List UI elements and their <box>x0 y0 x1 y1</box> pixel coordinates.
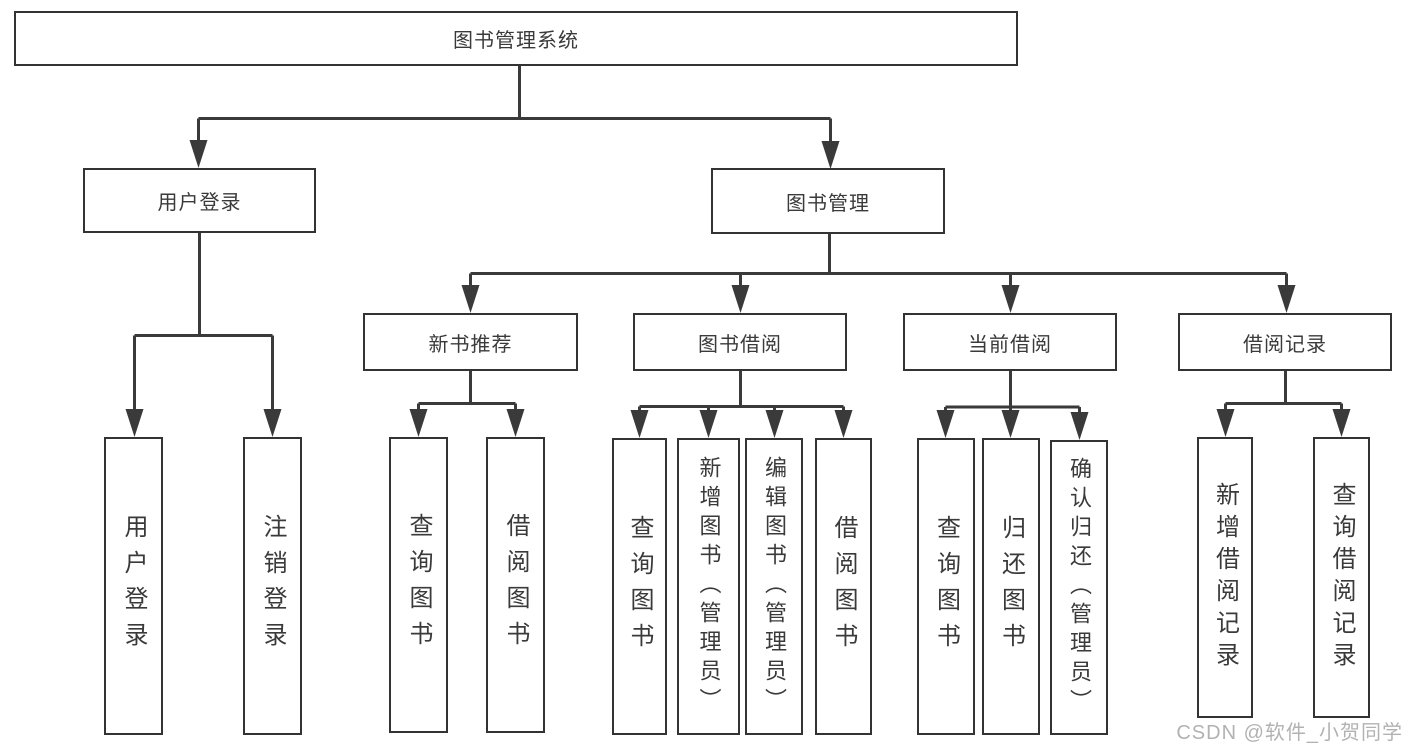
leaf-logout: 注销登录 <box>243 437 302 735</box>
leaf-bb-add-books: 新增图书（管理员） <box>677 438 740 735</box>
leaf-br-query-record-label: 查询借阅记录 <box>1328 481 1355 674</box>
leaf-user-login: 用户登录 <box>104 437 163 735</box>
node-book-borrow-label: 图书借阅 <box>698 333 782 356</box>
node-current-borrow-label: 当前借阅 <box>968 333 1052 356</box>
leaf-user-login-label: 用户登录 <box>120 514 147 658</box>
node-borrow-records-label: 借阅记录 <box>1243 333 1327 356</box>
leaf-cb-query-books-label: 查询图书 <box>932 514 960 659</box>
leaf-bb-query-books-label: 查询图书 <box>626 514 653 659</box>
node-library-system: 图书管理系统 <box>14 11 1018 66</box>
leaf-br-query-record: 查询借阅记录 <box>1313 437 1370 718</box>
node-new-book-recommend: 新书推荐 <box>363 313 578 371</box>
node-user-login: 用户登录 <box>83 168 316 233</box>
leaf-bb-borrow-books-label: 借阅图书 <box>830 514 857 659</box>
leaf-cb-query-books: 查询图书 <box>917 438 975 735</box>
leaf-logout-label: 注销登录 <box>259 514 286 658</box>
leaf-bb-query-books: 查询图书 <box>612 438 667 735</box>
leaf-cb-return-books-label: 归还图书 <box>997 514 1025 659</box>
node-library-system-label: 图书管理系统 <box>453 30 579 52</box>
leaf-nb-query-books-label: 查询图书 <box>405 513 432 657</box>
node-current-borrow: 当前借阅 <box>903 313 1117 371</box>
leaf-bb-edit-books: 编辑图书（管理员） <box>745 438 803 735</box>
leaf-cb-return-books: 归还图书 <box>982 438 1040 735</box>
node-user-login-label: 用户登录 <box>157 192 242 214</box>
leaf-bb-edit-books-label: 编辑图书（管理员） <box>762 456 787 717</box>
node-book-management-label: 图书管理 <box>786 192 870 215</box>
leaf-br-add-record: 新增借阅记录 <box>1197 437 1253 718</box>
leaf-nb-query-books: 查询图书 <box>389 437 448 733</box>
csdn-watermark: CSDN @软件_小贺同学 <box>1176 722 1403 744</box>
leaf-nb-borrow-books-label: 借阅图书 <box>502 513 529 657</box>
node-new-book-recommend-label: 新书推荐 <box>428 333 513 356</box>
leaf-bb-borrow-books: 借阅图书 <box>815 438 872 735</box>
leaf-nb-borrow-books: 借阅图书 <box>486 437 545 733</box>
leaf-bb-add-books-label: 新增图书（管理员） <box>696 456 722 717</box>
node-borrow-records: 借阅记录 <box>1178 313 1392 371</box>
leaf-cb-confirm-return-label: 确认归还（管理员） <box>1067 457 1092 718</box>
node-book-management: 图书管理 <box>711 168 945 234</box>
leaf-br-add-record-label: 新增借阅记录 <box>1211 481 1239 674</box>
leaf-cb-confirm-return: 确认归还（管理员） <box>1050 440 1108 735</box>
node-book-borrow: 图书借阅 <box>633 313 847 371</box>
